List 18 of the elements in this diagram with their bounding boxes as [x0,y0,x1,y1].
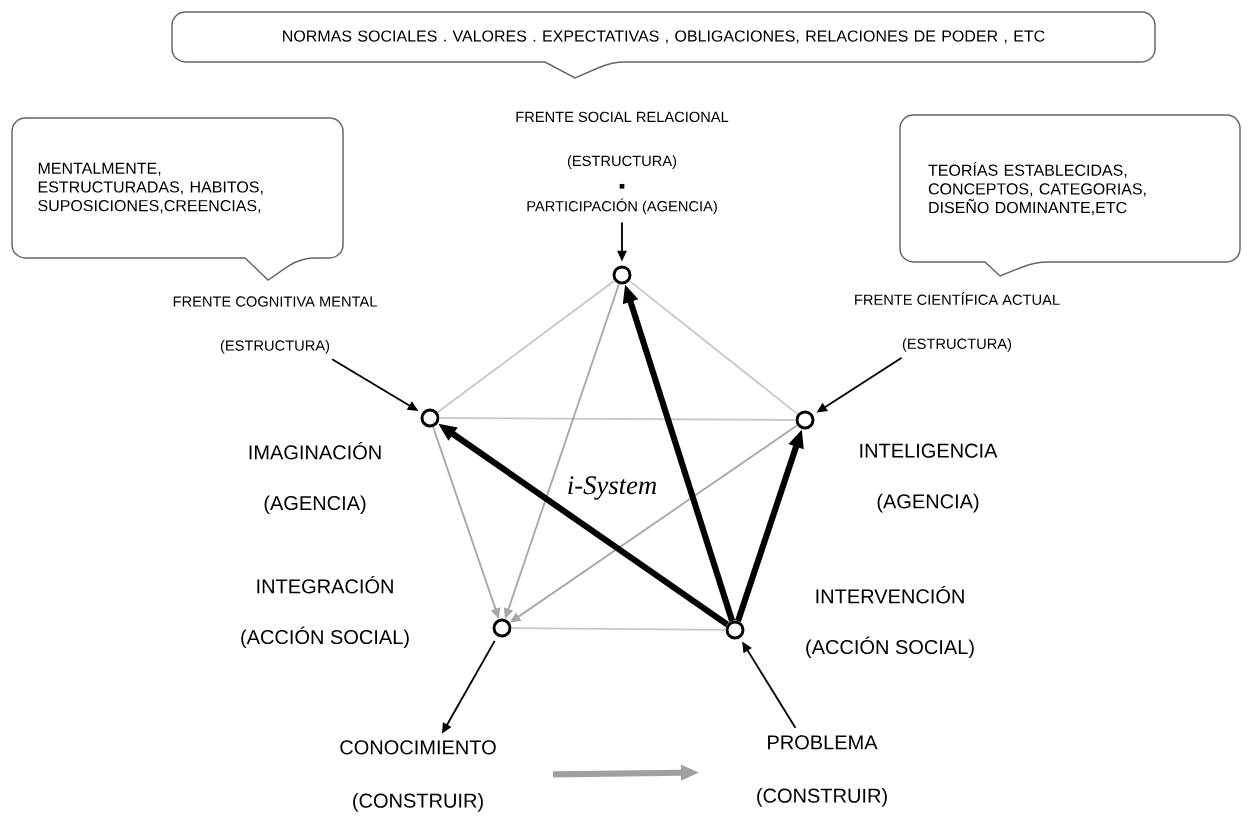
callout-box: NORMAS SOCIALES . VALORES . EXPECTATIVAS , OBLIGACIONES, RELACIONES DE PODER , ETC [171,11,1156,79]
node-label: FRENTE SOCIAL RELACIONAL (ESTRUCTURA) PARTICIPACIÓN (AGENCIA) [516,111,729,215]
system-label: i-System [568,476,657,500]
circle-marker [795,410,815,430]
node-label: IMAGINACIÓN (AGENCIA) [249,441,381,515]
node-label: INTERVENCIÓN (ACCIÓN SOCIAL) [806,585,974,659]
node-label: CONOCIMIENTO (CONSTRUIR) [340,740,496,812]
node-label: FRENTE COGNITIVA MENTAL (ESTRUCTURA) [173,296,377,354]
callout-box: MENTALMENTE, ESTRUCTURADAS, HABITOS, SUPOSICIONES,CREENCIAS, [11,117,344,281]
node-label: FRENTE CIENTÍFICA ACTUAL (ESTRUCTURA) [855,292,1060,352]
callout-box: TEORÍAS ESTABLECIDAS, CONCEPTOS, CATEGORIAS, DISEÑO DOMINANTE,ETC [899,114,1241,277]
circle-marker [420,408,440,428]
circle-marker [725,620,745,640]
node-label: INTEGRACIÓN (ACCIÓN SOCIAL) [241,575,409,649]
node-label: PROBLEMA (CONSTRUIR) [757,735,887,807]
node-label: INTELIGENCIA (AGENCIA) [860,443,998,513]
circle-marker [492,618,512,638]
circle-marker [612,265,632,285]
